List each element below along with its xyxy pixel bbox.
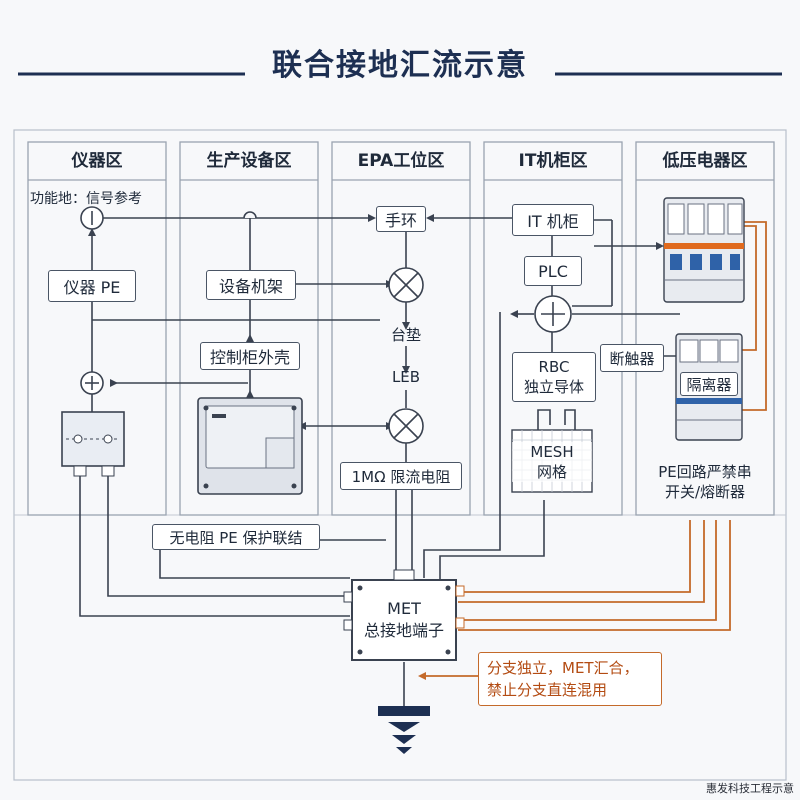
met-terminal-icon <box>343 569 465 661</box>
mat-label: 台垫 <box>390 326 421 344</box>
isolator-module-icon <box>675 333 743 441</box>
zone-label-it: IT机柜区 <box>518 151 588 171</box>
it-cabinet-box: IT 机柜 <box>512 204 594 236</box>
zone-label-instrument: 仪器区 <box>71 151 123 171</box>
zone-frame-5 <box>635 141 775 516</box>
wrist-strap-box: 手环 <box>376 206 426 232</box>
isolator-label: 隔离器 <box>680 372 738 396</box>
instrument-pe-box: 仪器 PE <box>48 270 136 302</box>
breaker-label: 断触器 <box>600 344 664 372</box>
earth-ground-icon <box>378 706 430 754</box>
zone-label-lv: 低压电器区 <box>662 151 748 171</box>
page-title: 联合接地汇流示意 <box>272 48 528 83</box>
equipment-rack-box: 设备机架 <box>206 270 296 300</box>
control-cabinet-icon <box>197 397 303 495</box>
signal-wires <box>79 217 680 706</box>
footer-credit: 惠发科技工程示意 <box>706 782 794 795</box>
functional-ground-label: 功能地：信号参考 <box>30 191 142 207</box>
leb-label: LEB <box>391 368 421 386</box>
plc-box: PLC <box>524 256 582 286</box>
zone-frame-4 <box>483 141 623 516</box>
met-label: MET 总接地端子 <box>363 599 444 640</box>
mesh-label: MESH 网格 <box>512 442 592 482</box>
zone-frame-2 <box>179 141 319 516</box>
cabinet-shell-box: 控制柜外壳 <box>200 342 300 370</box>
wire-hop-icon <box>243 211 257 219</box>
instrument-junction-box-icon <box>61 411 125 477</box>
current-limit-resistor-box: 1MΩ 限流电阻 <box>340 462 462 490</box>
zone-label-production: 生产设备区 <box>206 151 292 171</box>
rbc-conductor-box: RBC 独立导体 <box>512 352 596 402</box>
zone-frame-3 <box>331 141 471 516</box>
breaker-module-icon <box>663 197 745 303</box>
pe-wires <box>426 221 767 677</box>
zone-frame-1 <box>27 141 167 516</box>
pe-series-note: PE回路严禁串 开关/熔断器 <box>658 463 752 501</box>
outer-frame <box>13 129 787 781</box>
zone-label-epa: EPA工位区 <box>357 151 445 171</box>
zone-frames <box>27 141 775 516</box>
junction-nodes <box>80 295 572 395</box>
note-arrowhead <box>418 672 426 680</box>
no-resistance-bond-box: 无电阻 PE 保护联结 <box>152 524 320 550</box>
branch-rule-note: 分支独立，MET汇合， 禁止分支直连混用 <box>478 652 662 706</box>
